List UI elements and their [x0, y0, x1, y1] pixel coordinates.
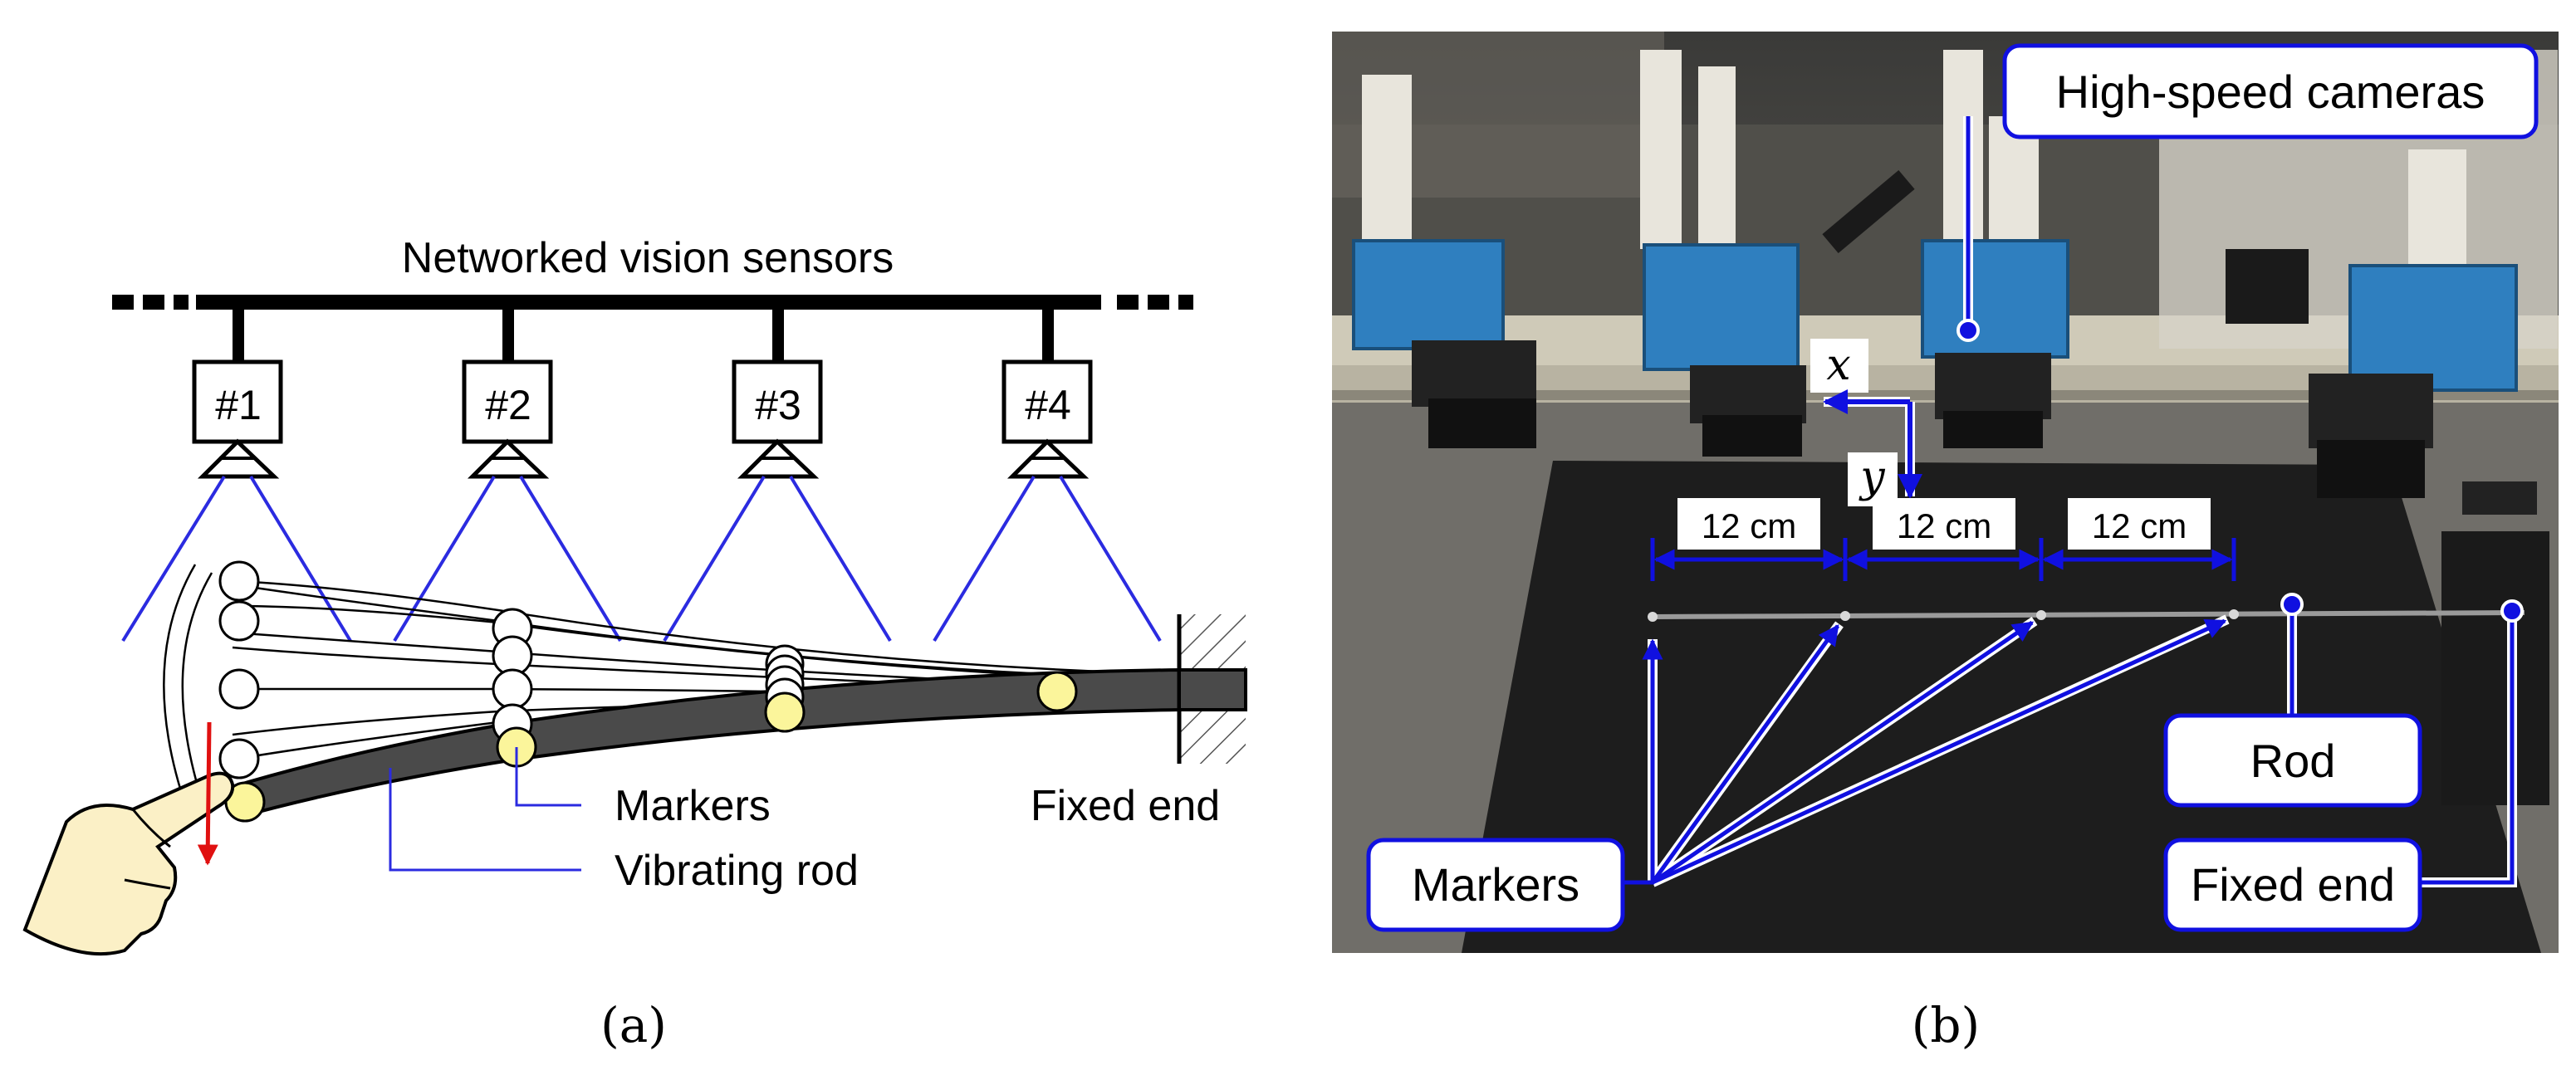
callout-leaders — [1956, 116, 2524, 887]
tag-fixed-end: Fixed end — [2163, 838, 2422, 932]
camera-1 — [1352, 75, 1536, 448]
panel-b: x y 12 cm 12 cm — [1332, 32, 2559, 1053]
pluck-arrow — [197, 721, 218, 866]
dimension-lines: 12 cm 12 cm 12 cm — [1650, 498, 2236, 581]
ghost-markers — [218, 560, 805, 779]
current-markers — [224, 671, 1078, 823]
sensor-label: #1 — [215, 382, 262, 428]
caption-b: (b) — [1912, 997, 1980, 1053]
sensor-label: #4 — [1025, 382, 1071, 428]
markers-tag-label: Markers — [1412, 858, 1579, 911]
bus-label: Networked vision sensors — [402, 234, 894, 282]
spacing-label: 12 cm — [1702, 506, 1796, 545]
sensor-1: #1 — [192, 310, 283, 479]
tag-cameras: High-speed cameras — [2002, 43, 2539, 139]
photo-markers — [1648, 609, 2239, 622]
hand-icon — [22, 771, 235, 956]
sensor-label: #3 — [755, 382, 801, 428]
markers-label: Markers — [615, 782, 771, 830]
fixed-end-tag-label: Fixed end — [2191, 858, 2395, 911]
view-rays — [121, 475, 1162, 643]
coordinate-axes: x y — [1810, 339, 1922, 506]
cameras-label: High-speed cameras — [2056, 66, 2485, 118]
sensor-4: #4 — [1002, 310, 1093, 479]
panel-a: Networked vision sensors #1 #2 #3 — [22, 234, 1247, 1053]
photo-rod — [1652, 610, 2525, 619]
fixed-end-label: Fixed end — [1031, 782, 1220, 830]
axis-x-label: x — [1826, 340, 1850, 390]
rod-label: Vibrating rod — [615, 847, 859, 895]
sensor-2: #2 — [462, 310, 553, 479]
marker-callouts — [1642, 614, 2230, 887]
tag-rod: Rod — [2163, 713, 2422, 808]
sensor-3: #3 — [732, 310, 823, 479]
leader-lines — [389, 747, 581, 872]
mount-arm — [1822, 169, 2549, 805]
rod-tag-label: Rod — [2250, 735, 2336, 787]
spacing-label: 12 cm — [2092, 506, 2187, 545]
sensor-label: #2 — [485, 382, 531, 428]
caption-a: (a) — [600, 997, 667, 1053]
fixed-wall — [1177, 614, 1247, 764]
spacing-label: 12 cm — [1897, 506, 1991, 545]
camera-2 — [1640, 50, 1806, 457]
tag-markers: Markers — [1366, 838, 1625, 932]
network-bus — [112, 295, 1193, 310]
camera-4 — [2309, 149, 2518, 498]
axis-y-label: y — [1859, 452, 1885, 502]
